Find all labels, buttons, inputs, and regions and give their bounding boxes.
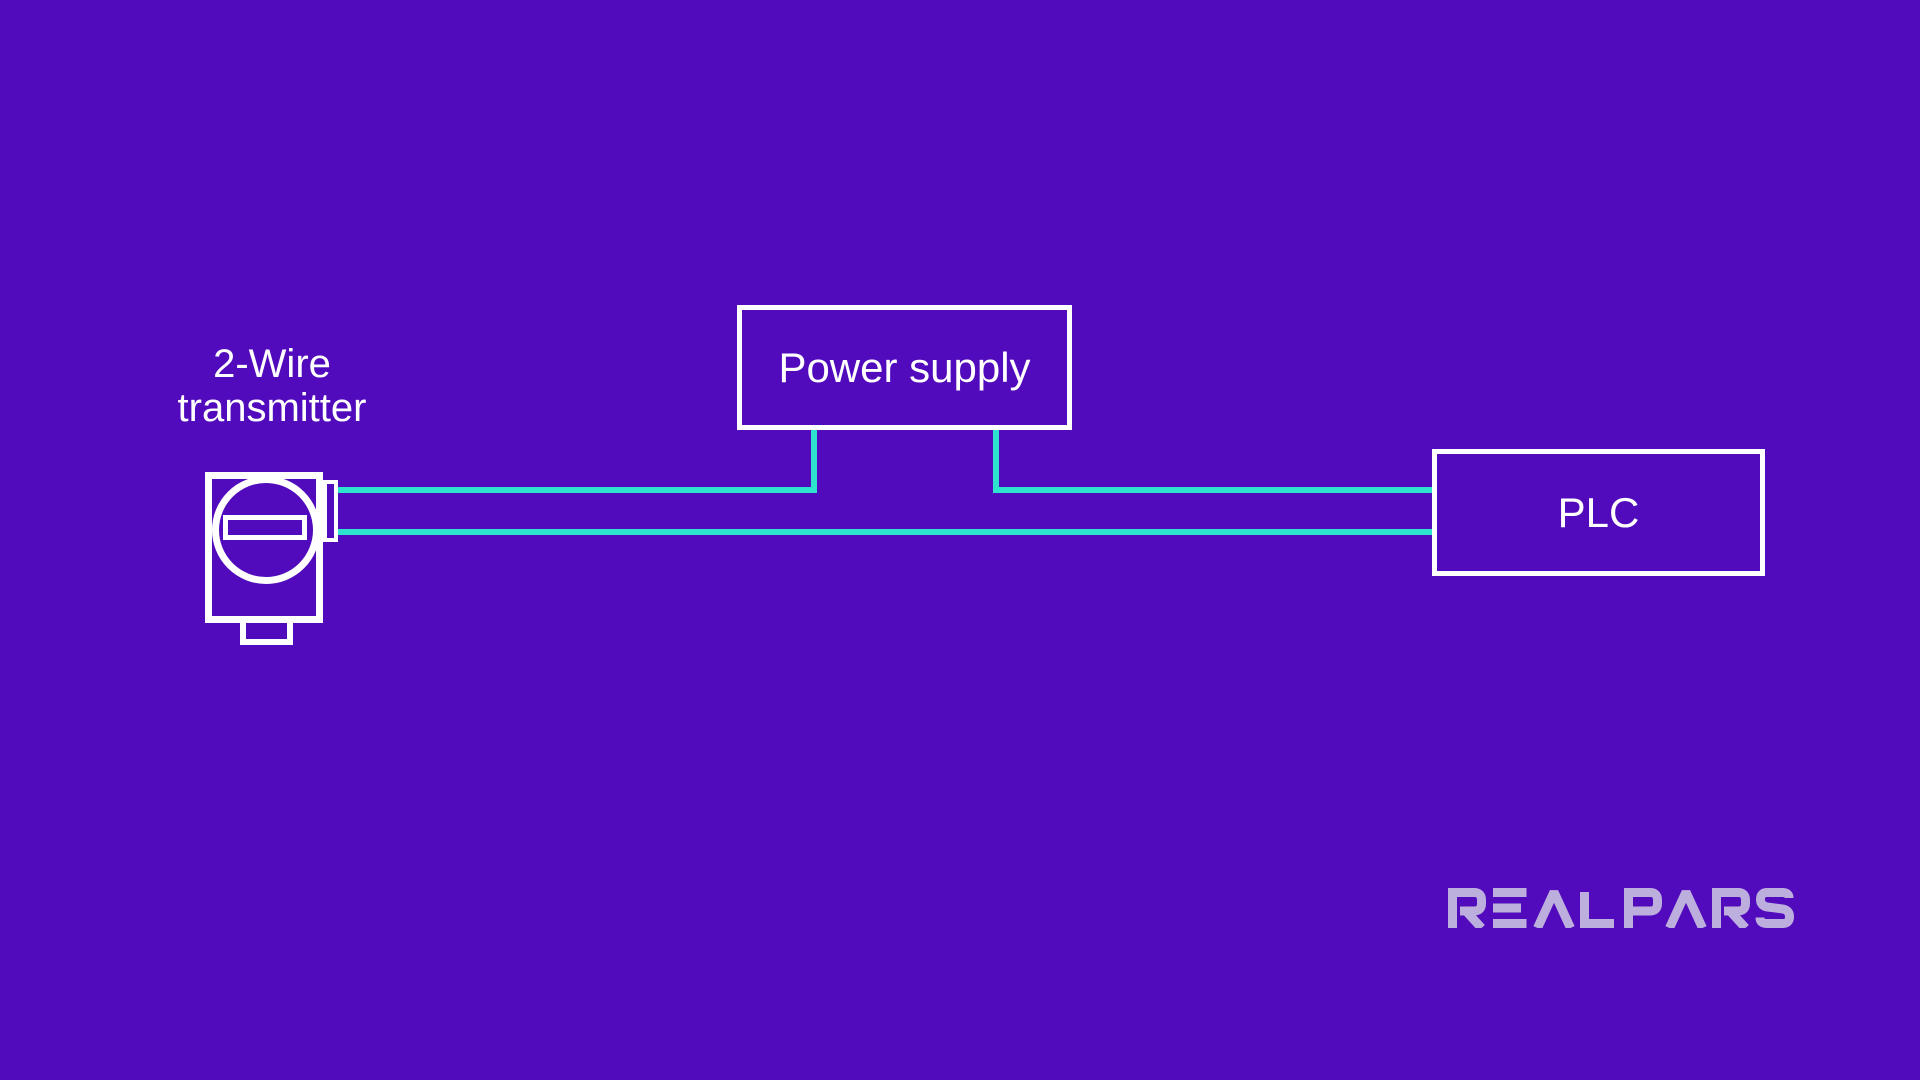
- logo-letter-s: [1755, 888, 1795, 928]
- power-supply-label: Power supply: [778, 343, 1031, 391]
- logo-letter-l: [1580, 892, 1614, 928]
- power-supply-box: Power supply: [737, 305, 1072, 430]
- transmitter-dial-circle: [212, 476, 320, 584]
- logo-letter-a1: [1533, 890, 1575, 928]
- logo-letter-r1: [1448, 888, 1486, 928]
- logo-letter-p: [1624, 888, 1662, 928]
- plc-label: PLC: [1557, 488, 1640, 536]
- wire-top-right-segment: [993, 487, 1432, 493]
- plc-box: PLC: [1432, 449, 1765, 576]
- transmitter-display: [223, 515, 307, 540]
- transmitter-label: 2-Wire transmitter: [177, 342, 367, 430]
- transmitter-connector: [323, 480, 338, 542]
- wire-top-left-segment: [338, 487, 817, 493]
- wire-right-drop-segment: [993, 430, 999, 493]
- transmitter-neck: [240, 617, 293, 645]
- logo-letter-a2: [1665, 890, 1707, 928]
- wire-bottom-segment: [338, 529, 1432, 535]
- realpars-logo: [1448, 888, 1795, 928]
- transmitter-icon: [205, 472, 338, 645]
- logo-letter-r2: [1712, 888, 1750, 928]
- logo-letter-e: [1493, 888, 1527, 928]
- wire-left-drop-segment: [811, 430, 817, 493]
